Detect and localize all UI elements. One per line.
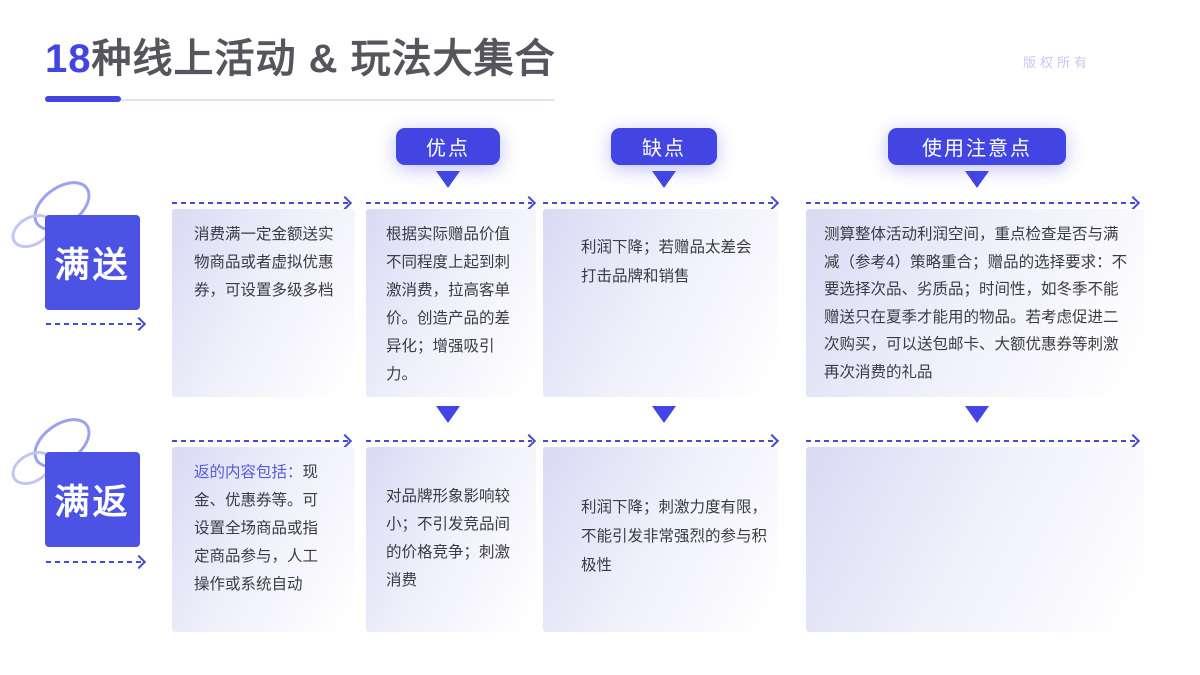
triangle-down-icon <box>965 406 989 423</box>
cell-mansong-usage-notes: 测算整体活动利润空间，重点检查是否与满减（参考4）策略重合；赠品的选择要求：不要… <box>806 209 1144 397</box>
dashed-arrow-icon <box>806 440 1136 442</box>
column-header-label: 使用注意点 <box>922 138 1032 160</box>
cell-manfan-description: 返的内容包括：现金、优惠券等。可设置全场商品或指定商品参与，人工操作或系统自动 <box>172 447 355 632</box>
cell-text: 利润下降；若赠品太差会打击品牌和销售 <box>581 239 752 285</box>
copyright-watermark: 版权所有 <box>1023 55 1092 70</box>
triangle-down-icon <box>436 406 460 423</box>
title-text: 种线上活动 & 玩法大集合 <box>91 37 556 81</box>
dashed-arrow-icon <box>172 440 348 442</box>
cell-manfan-usage-notes <box>806 447 1144 632</box>
cell-mansong-advantages: 根据实际赠品价值不同程度上起到刺激消费，拉高客单价。创造产品的差异化；增强吸引力… <box>366 209 536 397</box>
triangle-down-icon <box>652 406 676 423</box>
column-header-advantages: 优点 <box>396 128 500 165</box>
triangle-down-icon <box>965 171 989 188</box>
cell-text: 利润下降；刺激力度有限，不能引发非常强烈的参与积极性 <box>581 499 768 574</box>
triangle-down-icon <box>652 171 676 188</box>
cell-manfan-disadvantages: 利润下降；刺激力度有限，不能引发非常强烈的参与积极性 <box>543 447 778 632</box>
dashed-arrow-icon <box>46 323 142 325</box>
cell-manfan-advantages: 对品牌形象影响较小；不引发竞品间的价格竞争；刺激消费 <box>366 447 536 632</box>
dashed-arrow-icon <box>806 202 1136 204</box>
page-title: 18种线上活动 & 玩法大集合 <box>45 33 556 85</box>
cell-text: 根据实际赠品价值不同程度上起到刺激消费，拉高客单价。创造产品的差异化；增强吸引力… <box>386 226 511 383</box>
dashed-arrow-icon <box>172 202 348 204</box>
dashed-arrow-icon <box>46 561 142 563</box>
cell-text: 测算整体活动利润空间，重点检查是否与满减（参考4）策略重合；赠品的选择要求：不要… <box>824 226 1128 381</box>
dashed-arrow-icon <box>366 440 532 442</box>
row-label-mansong: 满送 <box>45 215 140 310</box>
cell-mansong-disadvantages: 利润下降；若赠品太差会打击品牌和销售 <box>543 209 778 397</box>
cell-mansong-description: 消费满一定金额送实物商品或者虚拟优惠券，可设置多级多档 <box>172 209 355 397</box>
cell-highlight: 返的内容包括： <box>194 464 303 481</box>
dashed-arrow-icon <box>366 202 532 204</box>
cell-text: 现金、优惠券等。可设置全场商品或指定商品参与，人工操作或系统自动 <box>194 464 319 593</box>
column-header-usage-notes: 使用注意点 <box>888 128 1066 165</box>
cell-text: 消费满一定金额送实物商品或者虚拟优惠券，可设置多级多档 <box>194 226 334 299</box>
row-label-text: 满送 <box>54 246 131 285</box>
row-label-text: 满返 <box>54 483 131 522</box>
dashed-arrow-icon <box>543 440 775 442</box>
title-underline <box>45 99 555 101</box>
cell-text: 对品牌形象影响较小；不引发竞品间的价格竞争；刺激消费 <box>386 488 511 589</box>
column-header-disadvantages: 缺点 <box>611 128 717 165</box>
column-header-label: 缺点 <box>642 138 686 160</box>
triangle-down-icon <box>436 171 460 188</box>
title-underline-accent <box>45 96 121 102</box>
row-label-manfan: 满返 <box>45 452 140 547</box>
title-number: 18 <box>45 37 92 81</box>
dashed-arrow-icon <box>543 202 775 204</box>
column-header-label: 优点 <box>426 138 470 160</box>
